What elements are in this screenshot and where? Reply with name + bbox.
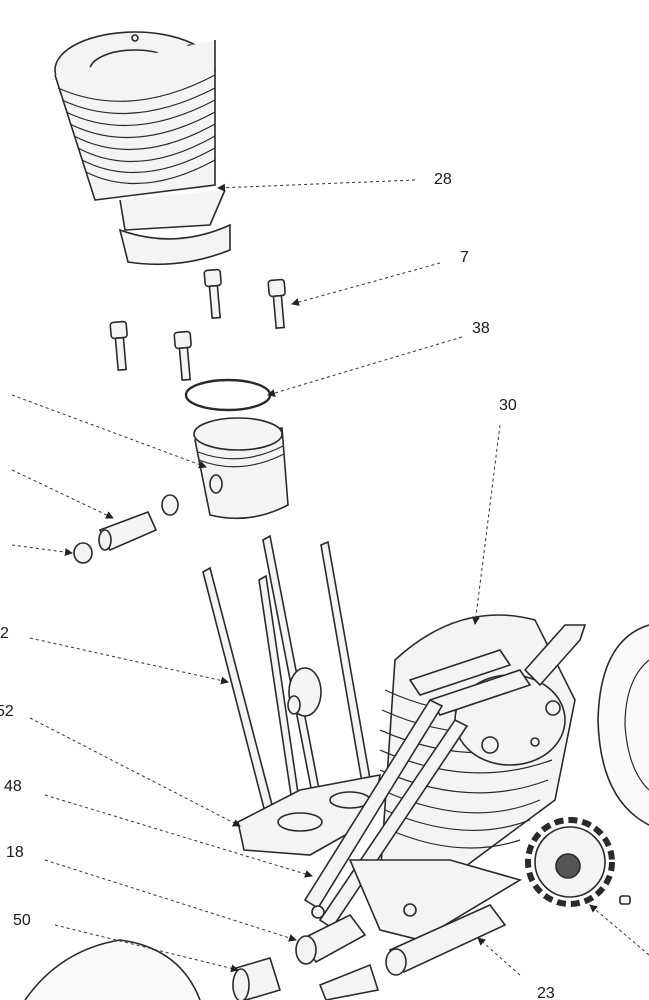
bottom-wheel bbox=[24, 939, 201, 1000]
bushing bbox=[232, 957, 282, 1000]
tappet-block bbox=[237, 774, 381, 856]
callout-52: 52 bbox=[0, 703, 14, 720]
wrist-pin bbox=[73, 494, 179, 564]
sprocket bbox=[525, 817, 631, 907]
push-rods bbox=[202, 534, 373, 826]
cylinder-barrel bbox=[54, 31, 231, 266]
callout-38: 38 bbox=[472, 320, 490, 337]
callout-48: 48 bbox=[4, 778, 22, 795]
piston-ring bbox=[184, 378, 272, 412]
callout-50: 50 bbox=[13, 912, 31, 929]
flywheel bbox=[597, 624, 649, 826]
callout-2: 2 bbox=[0, 625, 9, 642]
callout-18: 18 bbox=[6, 844, 24, 861]
engine-head bbox=[379, 614, 587, 901]
connecting-frame bbox=[303, 698, 522, 941]
callout-28: 28 bbox=[434, 171, 452, 188]
callout-23: 23 bbox=[537, 985, 555, 1000]
callout-30: 30 bbox=[499, 397, 517, 414]
leader-lines bbox=[11, 179, 649, 976]
cylinder-bolts bbox=[109, 268, 286, 382]
piston bbox=[193, 417, 289, 520]
callout-7: 7 bbox=[460, 249, 469, 266]
crankshaft bbox=[295, 904, 507, 1000]
